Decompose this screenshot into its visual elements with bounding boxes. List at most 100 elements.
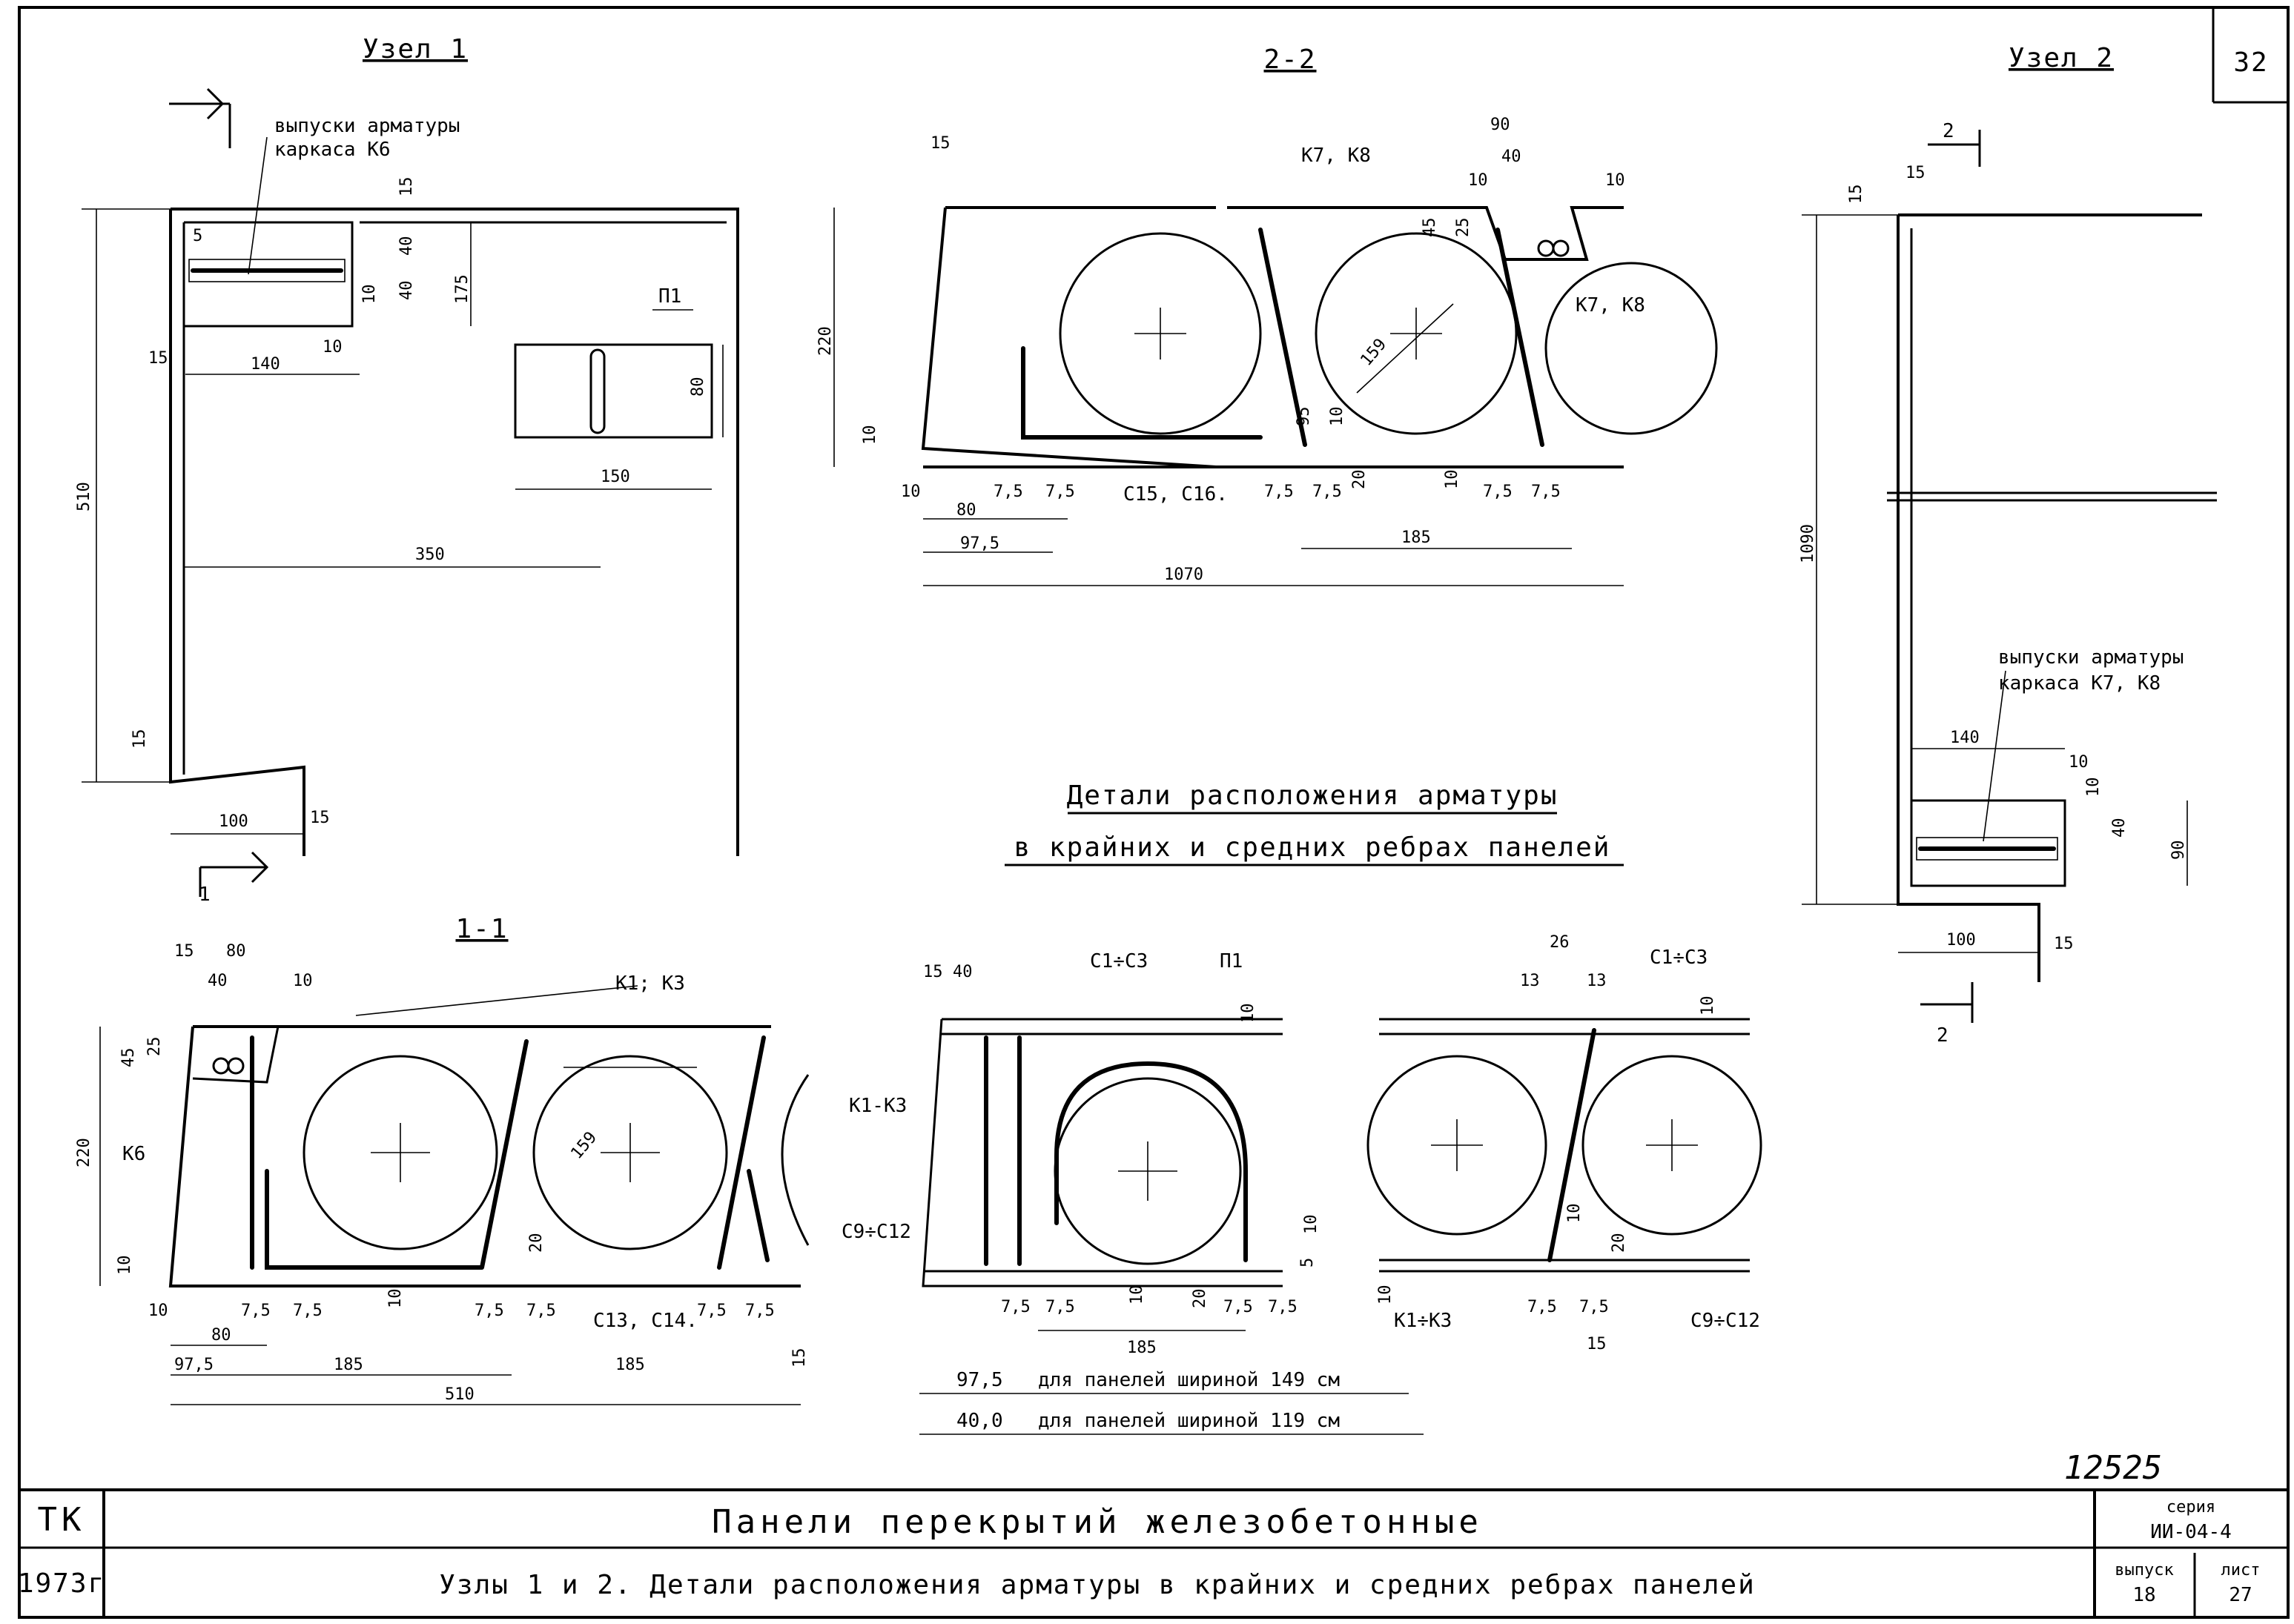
dimension-label: 7,5 bbox=[1579, 1298, 1609, 1316]
dimension-label: 1090 bbox=[1799, 524, 1817, 563]
dimension-label: 10 bbox=[2069, 753, 2089, 772]
dimension-label: 159 bbox=[567, 1128, 601, 1163]
dimension-label: 10 bbox=[293, 972, 313, 990]
width-note-1-value: 97,5 bbox=[956, 1369, 1003, 1391]
dimension-label: 10 bbox=[1443, 470, 1461, 490]
dimension-label: 20 bbox=[1191, 1289, 1209, 1309]
node1-p1-label: П1 bbox=[658, 285, 681, 308]
dimension-label: 10 bbox=[2084, 778, 2103, 798]
dimension-label: 7,5 bbox=[293, 1302, 323, 1320]
dimension-label: 10 bbox=[861, 425, 879, 445]
stamp-sheet-value: 27 bbox=[2229, 1584, 2252, 1606]
detail-right-k1k3: К1÷К3 bbox=[1394, 1310, 1452, 1332]
sheet-frame: 32 bbox=[18, 6, 2290, 1619]
node2-section-mark-bottom: 2 bbox=[1937, 1024, 1948, 1047]
dimension-label: 15 bbox=[2054, 935, 2074, 953]
stamp-sheet-label: лист bbox=[2221, 1561, 2261, 1580]
dimension-label: 510 bbox=[445, 1385, 475, 1404]
section11-k6: К6 bbox=[122, 1143, 145, 1165]
dimension-label: 40 bbox=[397, 236, 416, 256]
dimension-label: 15 bbox=[148, 349, 168, 368]
stamp-org: ТК bbox=[38, 1501, 86, 1539]
dimension-label: 97,5 bbox=[960, 534, 999, 553]
dimension-label: 7,5 bbox=[745, 1302, 775, 1320]
dimension-label: 10 bbox=[1239, 1004, 1257, 1024]
dimension-label: 159 bbox=[1357, 335, 1390, 370]
section11-dims: 15 80 40 10 45 25 220 10 10 159 7,5 7,5 … bbox=[75, 942, 809, 1404]
dimension-label: 26 bbox=[1550, 933, 1570, 952]
title-block: 12525 ТК 1973г Панели перекрытий железоб… bbox=[18, 1449, 2288, 1617]
section22-k7k8-right: К7, К8 bbox=[1576, 294, 1645, 316]
detail-title-line1: Детали расположения арматуры bbox=[1067, 780, 1558, 811]
dimension-label: 1070 bbox=[1164, 566, 1203, 584]
node1-view: Узел 1 выпуски арматуры каркаса К6 П1 5 … bbox=[75, 34, 739, 906]
detail-right-c1c3: С1÷С3 bbox=[1650, 947, 1708, 969]
dimension-label: 10 bbox=[360, 285, 379, 305]
dimension-label: 90 bbox=[2169, 841, 2188, 861]
section11-k1k3: К1; К3 bbox=[615, 972, 685, 995]
detail-left-view: С1÷С3 П1 К1-К3 С9÷С12 15 40 10 10 5 7,5 … bbox=[842, 950, 1424, 1435]
detail-right-c9c12: С9÷С12 bbox=[1690, 1310, 1760, 1332]
dimension-label: 15 bbox=[790, 1348, 809, 1368]
dimension-label: 15 bbox=[397, 177, 416, 197]
stamp-series-label: серия bbox=[2166, 1498, 2215, 1517]
dimension-label: 7,5 bbox=[1312, 483, 1342, 501]
dimension-label: 10 bbox=[148, 1302, 168, 1320]
stamp-main-title: Панели перекрытий железобетонные bbox=[712, 1503, 1483, 1541]
width-notes: 97,5 для панелей шириной 149 см 40,0 для… bbox=[956, 1369, 1340, 1432]
dimension-label: 80 bbox=[226, 942, 246, 961]
handwritten-number: 12525 bbox=[2064, 1449, 2162, 1487]
node2-release-label-2: каркаса К7, К8 bbox=[1998, 672, 2161, 695]
dimension-label: 25 bbox=[1454, 218, 1472, 238]
dimension-label: 15 bbox=[174, 942, 194, 961]
section22-c15c16: С15, С16. bbox=[1123, 483, 1228, 506]
section22-view: 2-2 К7, К8 К7, К8 С15, С16. 15 90 40 10 … bbox=[816, 44, 1718, 586]
dimension-label: 10 bbox=[1468, 171, 1488, 190]
node2-title: Узел 2 bbox=[2009, 43, 2114, 73]
dimension-label: 185 bbox=[615, 1356, 645, 1374]
stamp-series-value: ИИ-04-4 bbox=[2150, 1521, 2232, 1543]
node1-release-label-1: выпуски арматуры bbox=[274, 115, 460, 137]
node2-section-mark-top: 2 bbox=[1943, 120, 1954, 142]
section11-view: 1-1 К1; К3 К6 С13, С14. 15 80 40 10 45 2… bbox=[75, 914, 810, 1405]
dimension-label: 15 bbox=[310, 809, 330, 827]
dimension-label: 13 bbox=[1520, 972, 1540, 990]
dimension-label: 45 bbox=[119, 1048, 138, 1068]
dimension-label: 7,5 bbox=[526, 1302, 556, 1320]
dimension-label: 40 bbox=[953, 963, 973, 981]
detail-right-view: С1÷С3 К1÷К3 С9÷С12 26 13 13 10 10 10 20 … bbox=[1366, 933, 1762, 1353]
dimension-label: 10 bbox=[1376, 1285, 1395, 1305]
dimension-label: 20 bbox=[1350, 470, 1369, 490]
dimension-label: 7,5 bbox=[1223, 1298, 1253, 1316]
width-note-2-value: 40,0 bbox=[956, 1410, 1003, 1432]
dimension-label: 10 bbox=[1302, 1215, 1320, 1235]
stamp-issue-value: 18 bbox=[2132, 1584, 2155, 1606]
dimension-label: 7,5 bbox=[1045, 1298, 1075, 1316]
detail-left-c9c12: С9÷С12 bbox=[842, 1221, 911, 1243]
dimension-label: 7,5 bbox=[1264, 483, 1294, 501]
dimension-label: 10 bbox=[1699, 996, 1717, 1016]
dimension-label: 7,5 bbox=[241, 1302, 271, 1320]
dimension-label: 140 bbox=[251, 355, 280, 374]
dimension-label: 220 bbox=[816, 326, 835, 356]
dimension-label: 150 bbox=[601, 468, 630, 486]
dimension-label: 220 bbox=[75, 1138, 93, 1167]
node1-section-mark: 1 bbox=[199, 884, 211, 906]
dimension-label: 175 bbox=[453, 274, 472, 304]
detail-title: Детали расположения арматуры в крайних и… bbox=[1005, 780, 1624, 866]
dimension-label: 510 bbox=[75, 482, 93, 511]
dimension-label: 185 bbox=[1127, 1339, 1157, 1357]
dimension-label: 10 bbox=[1128, 1285, 1146, 1305]
dimension-label: 15 bbox=[1905, 164, 1926, 182]
detail-title-line2: в крайних и средних ребрах панелей bbox=[1014, 832, 1611, 863]
dimension-label: 95 bbox=[1295, 407, 1313, 427]
dimension-label: 15 bbox=[1847, 185, 1865, 205]
section22-dims: 15 90 40 10 10 45 25 220 159 10 10 7,5 7… bbox=[816, 116, 1625, 584]
dimension-label: 13 bbox=[1587, 972, 1607, 990]
dimension-label: 40 bbox=[1501, 148, 1521, 166]
dimension-label: 40 bbox=[2110, 818, 2129, 838]
dimension-label: 350 bbox=[415, 546, 445, 564]
sheet-number: 32 bbox=[2233, 47, 2268, 78]
dimension-label: 45 bbox=[1421, 218, 1439, 238]
